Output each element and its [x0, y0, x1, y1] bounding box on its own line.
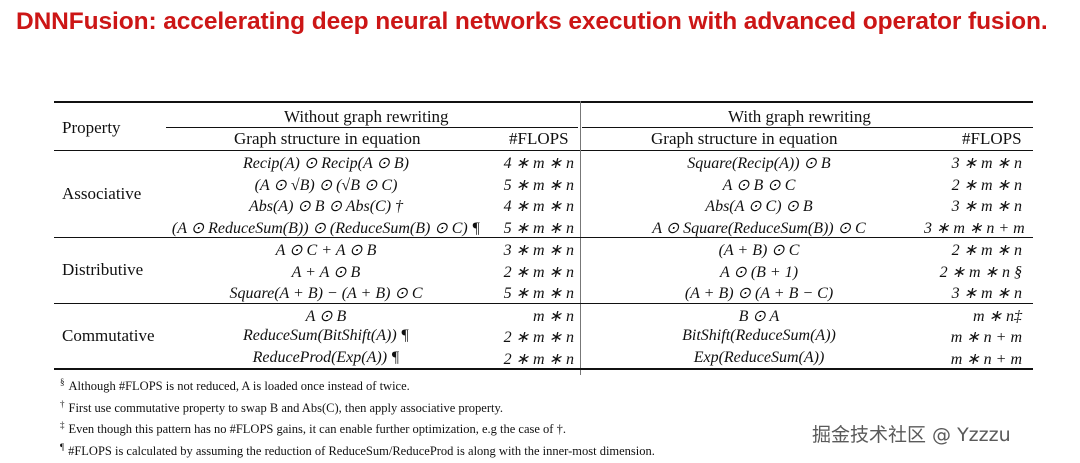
footnotes: § Although #FLOPS is not reduced, A is lo…: [60, 377, 655, 463]
left-equation: Square(A + B) − (A + B) ⊙ C: [166, 283, 486, 303]
right-flops: 3 ∗ m ∗ n: [924, 153, 1022, 173]
footnote: † First use commutative property to swap …: [60, 399, 655, 421]
left-flops: 4 ∗ m ∗ n: [486, 153, 574, 173]
table-top-rule: [54, 101, 1033, 103]
right-equation: B ⊙ A: [594, 306, 924, 326]
property-label: Distributive: [62, 260, 143, 280]
right-flops: 2 ∗ m ∗ n §: [924, 262, 1022, 282]
footnote-mark: ¶: [60, 442, 64, 452]
property-header: Property: [62, 118, 121, 138]
footnote-mark: †: [60, 399, 65, 409]
left-equation: A ⊙ B: [166, 306, 486, 326]
right-flops-header: #FLOPS: [962, 129, 1022, 149]
right-flops: m ∗ n + m: [924, 349, 1022, 369]
footnote-mark: §: [60, 377, 65, 387]
right-flops: 2 ∗ m ∗ n: [924, 240, 1022, 260]
right-equation: Exp(ReduceSum(A)): [594, 349, 924, 367]
property-label: Associative: [62, 184, 141, 204]
left-flops: 2 ∗ m ∗ n: [486, 262, 574, 282]
right-equation: Square(Recip(A)) ⊙ B: [594, 153, 924, 173]
right-flops: 3 ∗ m ∗ n + m: [924, 218, 1022, 238]
left-flops: 3 ∗ m ∗ n: [486, 240, 574, 260]
left-flops: 4 ∗ m ∗ n: [486, 196, 574, 216]
left-equation: ReduceProd(Exp(A)) ¶: [166, 349, 486, 367]
group-header-rule-right: [582, 127, 1033, 128]
left-flops: m ∗ n: [486, 306, 574, 326]
right-flops: 3 ∗ m ∗ n: [924, 283, 1022, 303]
left-flops: 5 ∗ m ∗ n: [486, 218, 574, 238]
left-flops: 2 ∗ m ∗ n: [486, 349, 574, 369]
right-flops: m ∗ n + m: [924, 327, 1022, 347]
right-equation: BitShift(ReduceSum(A)): [594, 327, 924, 345]
header-bottom-rule: [54, 150, 1033, 151]
footnote-mark: ‡: [60, 420, 65, 430]
right-equation: A ⊙ B ⊙ C: [594, 175, 924, 195]
right-equation: A ⊙ Square(ReduceSum(B)) ⊙ C: [594, 218, 924, 238]
left-equation: (A ⊙ √B) ⊙ (√B ⊙ C): [166, 175, 486, 195]
right-flops: 2 ∗ m ∗ n: [924, 175, 1022, 195]
right-flops: 3 ∗ m ∗ n: [924, 196, 1022, 216]
footnote: ‡ Even though this pattern has no #FLOPS …: [60, 420, 655, 442]
half-divider: [580, 101, 581, 375]
footnote-text: Although #FLOPS is not reduced, A is loa…: [69, 379, 410, 393]
slide-title: DNNFusion: accelerating deep neural netw…: [16, 8, 1048, 36]
right-equation: A ⊙ (B + 1): [594, 262, 924, 282]
footnote: ¶ #FLOPS is calculated by assuming the re…: [60, 442, 655, 463]
left-equation: A ⊙ C + A ⊙ B: [166, 240, 486, 260]
left-flops: 2 ∗ m ∗ n: [486, 327, 574, 347]
group-divider-rule: [54, 237, 1033, 238]
footnote-text: Even though this pattern has no #FLOPS g…: [69, 422, 566, 436]
right-flops: m ∗ n‡: [924, 306, 1022, 326]
footnote-text: #FLOPS is calculated by assuming the red…: [68, 444, 655, 458]
watermark: 掘金技术社区 @ Yzzzu: [812, 420, 1011, 447]
left-flops: 5 ∗ m ∗ n: [486, 283, 574, 303]
left-equation: (A ⊙ ReduceSum(B)) ⊙ (ReduceSum(B) ⊙ C) …: [166, 218, 486, 238]
right-equation: (A + B) ⊙ (A + B − C): [594, 283, 924, 303]
left-structure-header: Graph structure in equation: [234, 129, 420, 149]
left-flops: 5 ∗ m ∗ n: [486, 175, 574, 195]
left-group-header: Without graph rewriting: [284, 107, 449, 127]
right-equation: (A + B) ⊙ C: [594, 240, 924, 260]
group-divider-rule: [54, 303, 1033, 304]
property-label: Commutative: [62, 326, 155, 346]
left-equation: A + A ⊙ B: [166, 262, 486, 282]
left-equation: ReduceSum(BitShift(A)) ¶: [166, 327, 486, 345]
group-header-rule-left: [166, 127, 578, 128]
right-equation: Abs(A ⊙ C) ⊙ B: [594, 196, 924, 216]
footnote: § Although #FLOPS is not reduced, A is lo…: [60, 377, 655, 399]
left-equation: Recip(A) ⊙ Recip(A ⊙ B): [166, 153, 486, 173]
right-structure-header: Graph structure in equation: [651, 129, 837, 149]
left-equation: Abs(A) ⊙ B ⊙ Abs(C) †: [166, 196, 486, 216]
footnote-text: First use commutative property to swap B…: [69, 401, 504, 415]
left-flops-header: #FLOPS: [509, 129, 569, 149]
table-bottom-rule: [54, 368, 1033, 370]
right-group-header: With graph rewriting: [728, 107, 871, 127]
